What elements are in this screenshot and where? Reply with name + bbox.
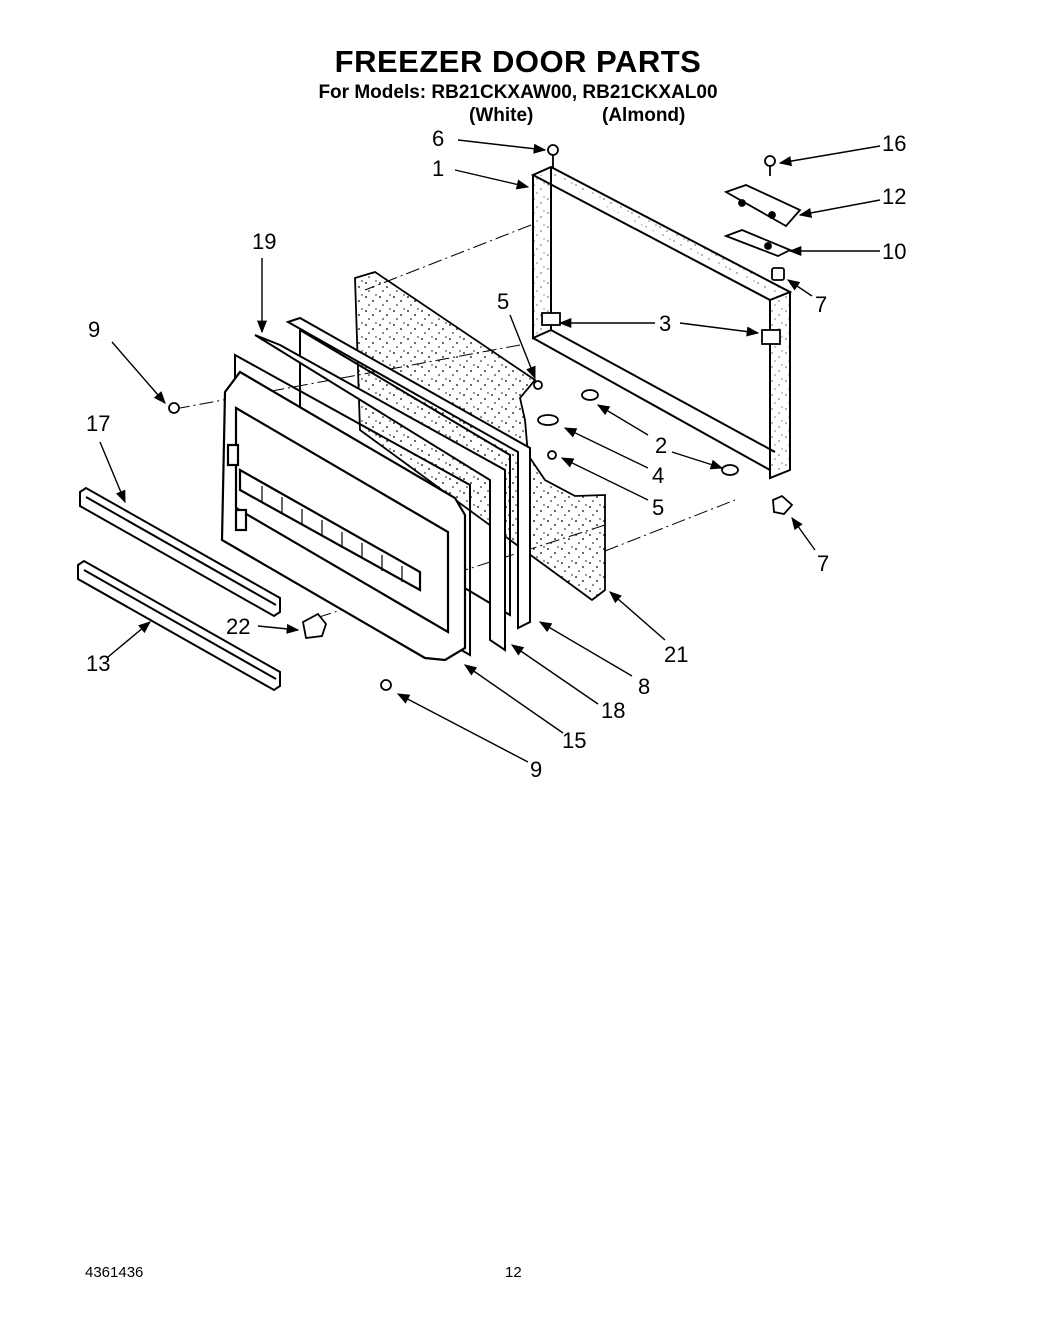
callout-9-lower: 9 [530,757,543,782]
hinge-bracket-right [761,329,781,345]
leader-arrows [99,139,881,763]
callout-22: 22 [226,614,251,639]
stop-2-right [721,464,739,476]
screw-5-upper [533,380,543,390]
callout-21: 21 [664,642,689,667]
callout-8: 8 [638,674,651,699]
stop-2-left [581,389,599,401]
bushing-7-top [771,267,785,281]
callout-18: 18 [601,698,626,723]
washer-4 [537,414,559,426]
end-cap-22 [301,612,328,639]
hinge-cover-12 [723,184,802,228]
hinge-bracket-left [541,312,561,326]
variant-almond-label: (Almond) [602,105,686,126]
door-liner [220,370,467,662]
document-number: 4361436 [85,1264,144,1281]
callout-2: 2 [655,433,668,458]
model-numbers: For Models: RB21CKXAW00, RB21CKXAL00 [318,82,718,103]
screw-9-lower [380,679,392,691]
callout-5-upper: 5 [497,289,510,314]
page-number: 12 [505,1264,522,1281]
door-shelf-bars [77,486,281,692]
callout-10: 10 [882,239,907,264]
shim-10 [723,229,793,257]
screw-16 [764,155,776,167]
callout-6: 6 [432,126,445,151]
bushing-7-bottom [772,494,794,515]
callout-3: 3 [659,311,672,336]
callout-13: 13 [86,651,111,676]
callout-12: 12 [882,184,907,209]
screw-6 [547,144,559,156]
callout-4: 4 [652,463,665,488]
callout-1: 1 [432,156,445,181]
callout-5-lower: 5 [652,495,665,520]
callout-15: 15 [562,728,587,753]
callout-7-upper: 7 [815,292,828,317]
callout-19: 19 [252,229,277,254]
callout-9-upper: 9 [88,317,101,342]
callout-7-lower: 7 [817,551,830,576]
screw-5-lower [547,450,557,460]
page-title: FREEZER DOOR PARTS [334,44,702,79]
callout-17: 17 [86,411,111,436]
inner-door-panel [530,165,793,480]
screw-9-upper [168,402,180,414]
variant-white-label: (White) [469,105,534,126]
callout-16: 16 [882,131,907,156]
